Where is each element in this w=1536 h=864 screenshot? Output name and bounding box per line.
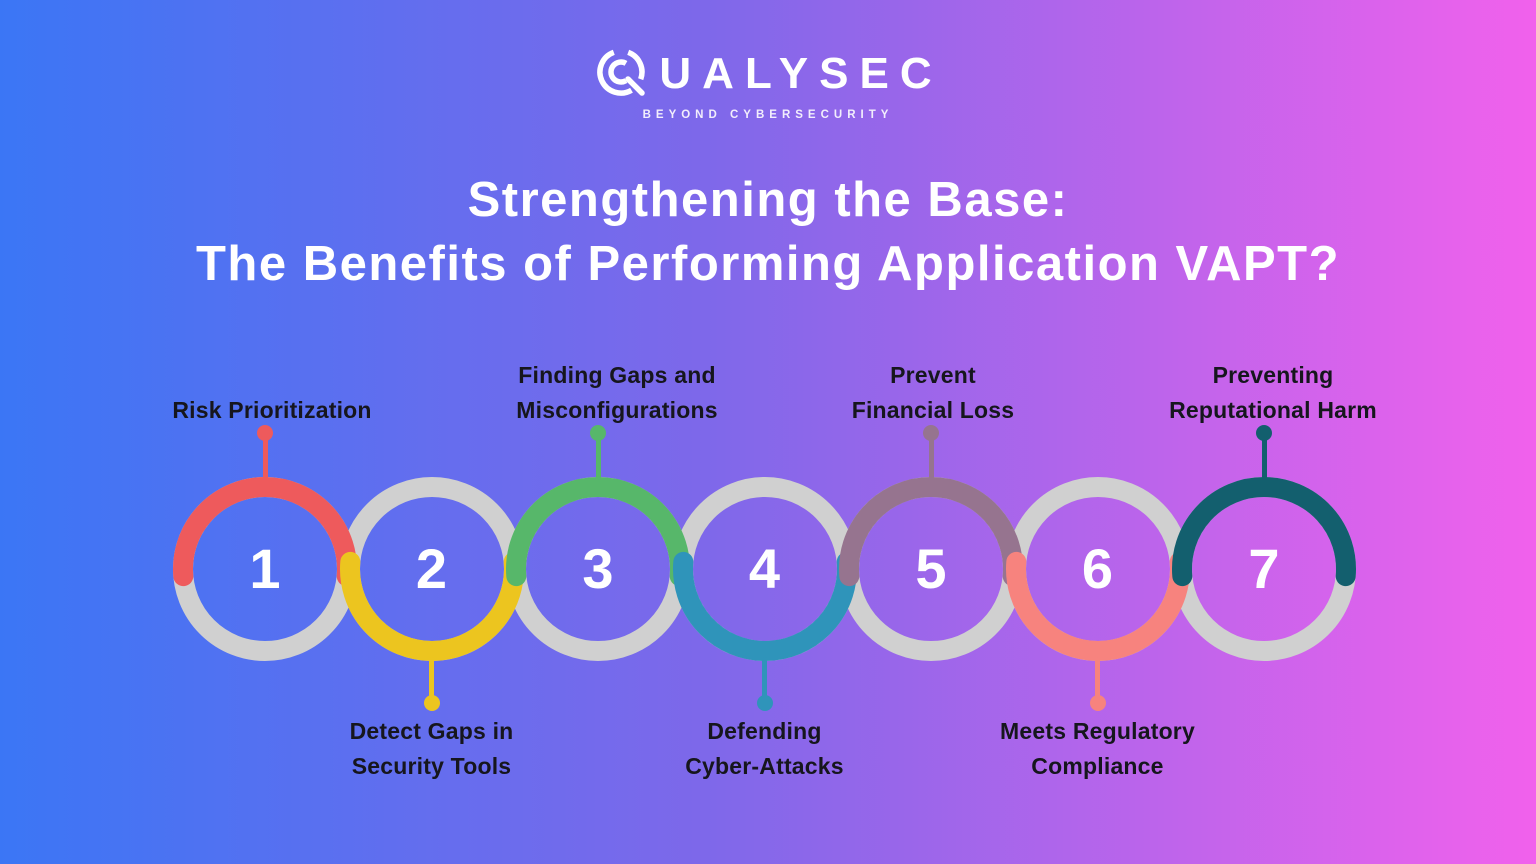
- step-3-dot: [590, 425, 606, 441]
- step-1-dot: [257, 425, 273, 441]
- step-5-label-line: Prevent: [890, 362, 976, 388]
- step-3-connector: [595, 433, 601, 480]
- step-4-number: 4: [748, 537, 781, 600]
- step-2-dot: [423, 695, 440, 711]
- step-1-label-line: Risk Prioritization: [172, 397, 372, 423]
- step-6-connector: [1095, 657, 1100, 704]
- step-2-label: Detect Gaps in Security Tools: [350, 714, 514, 784]
- step-2-label-line: Security Tools: [351, 753, 512, 779]
- logo: UALYSEC BEYOND CYBERSECURITY: [0, 46, 1536, 121]
- page-title-line1: Strengthening the Base:: [467, 173, 1069, 227]
- step-2-label-line: Detect Gaps in: [349, 718, 514, 744]
- step-3-number: 3: [582, 537, 614, 600]
- step-7-number: 7: [1248, 537, 1280, 600]
- qualysec-q-icon: [597, 49, 646, 96]
- step-5-dot: [923, 425, 939, 441]
- step-4-connector: [762, 657, 767, 704]
- brand-tagline: BEYOND CYBERSECURITY: [642, 109, 894, 121]
- page-title-line2: The Benefits of Performing Application V…: [195, 237, 1341, 291]
- step-6-arc: [1005, 551, 1190, 661]
- step-4-label-line: Defending: [707, 718, 822, 744]
- step-1-arc: [173, 477, 357, 587]
- step-6-label-line: Meets Regulatory: [1000, 718, 1195, 744]
- step-1-number: 1: [249, 537, 281, 600]
- step-3-label-line: Misconfigurations: [516, 397, 718, 423]
- brand-name: UALYSEC: [659, 49, 943, 98]
- step-2-arc: [339, 551, 524, 661]
- step-4-arc: [672, 551, 857, 661]
- step-7-connector: [1261, 433, 1267, 480]
- step-7-label-line: Reputational Harm: [1169, 397, 1377, 423]
- step-4-dot: [756, 695, 773, 711]
- step-3-arc: [506, 477, 690, 587]
- step-4-label-line: Cyber-Attacks: [685, 753, 844, 779]
- step-2-number: 2: [415, 537, 448, 600]
- step-5-number: 5: [915, 537, 947, 600]
- step-6-label-line: Compliance: [1031, 753, 1164, 779]
- step-5-connector: [928, 433, 934, 480]
- step-5-label-line: Financial Loss: [851, 397, 1015, 423]
- step-6-number: 6: [1081, 537, 1114, 600]
- step-7-arc: [1172, 477, 1356, 587]
- step-6-dot: [1089, 695, 1106, 711]
- page-title: Strengthening the Base: The Benefits of …: [0, 168, 1536, 296]
- step-5-arc: [839, 477, 1023, 587]
- step-7-dot: [1256, 425, 1272, 441]
- step-1-connector: [262, 433, 268, 480]
- step-1-label: Risk Prioritization: [172, 393, 371, 428]
- step-3-label-line: Finding Gaps and: [518, 362, 716, 388]
- step-2-connector: [429, 657, 434, 704]
- step-7-label-line: Preventing: [1212, 362, 1334, 388]
